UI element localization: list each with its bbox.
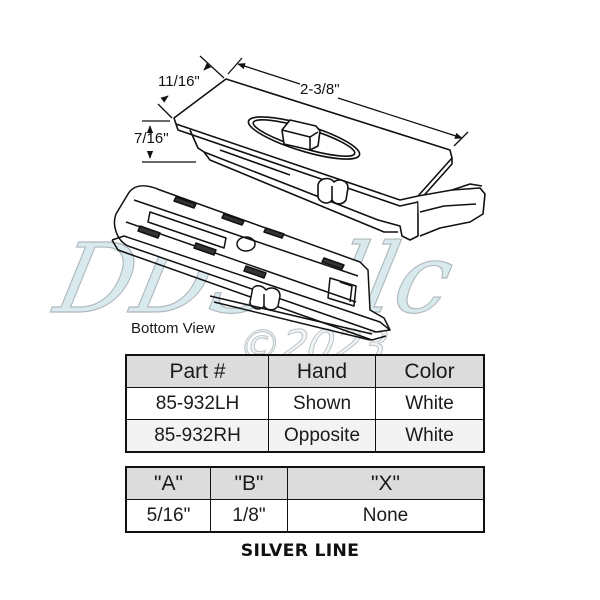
a-value-cell: 5/16" (125, 499, 211, 533)
header-color: Color (375, 354, 485, 388)
header-hand: Hand (268, 354, 376, 388)
header-b: "B" (210, 466, 288, 500)
bottom-view-caption: Bottom View (131, 320, 215, 337)
hand-cell: Opposite (268, 419, 376, 453)
header-a: "A" (125, 466, 211, 500)
dimension-table-header-row: "A" "B" "X" (125, 466, 485, 500)
table-row: 85-932LH Shown White (125, 387, 485, 420)
brand-label: SILVER LINE (240, 541, 360, 561)
x-value-cell: None (287, 499, 485, 533)
part-number-cell: 85-932RH (125, 419, 269, 453)
table-row: 5/16" 1/8" None (125, 499, 485, 533)
table-row: 85-932RH Opposite White (125, 419, 485, 453)
color-cell: White (375, 387, 485, 420)
bottom-view-illustration (111, 185, 391, 341)
width-dimension-label: 11/16" (158, 73, 200, 90)
b-value-cell: 1/8" (210, 499, 288, 533)
part-table: Part # Hand Color 85-932LH Shown White 8… (125, 354, 485, 453)
hand-cell: Shown (268, 387, 376, 420)
part-table-header-row: Part # Hand Color (125, 354, 485, 388)
height-dimension-label: 7/16" (134, 130, 169, 147)
dimension-lines (142, 55, 469, 163)
length-dimension-label: 2-3/8" (300, 81, 340, 98)
part-number-cell: 85-932LH (125, 387, 269, 420)
color-cell: White (375, 419, 485, 453)
header-part-number: Part # (125, 354, 269, 388)
header-x: "X" (287, 466, 485, 500)
top-view-illustration (173, 78, 486, 241)
dimension-table: "A" "B" "X" 5/16" 1/8" None (125, 466, 485, 533)
